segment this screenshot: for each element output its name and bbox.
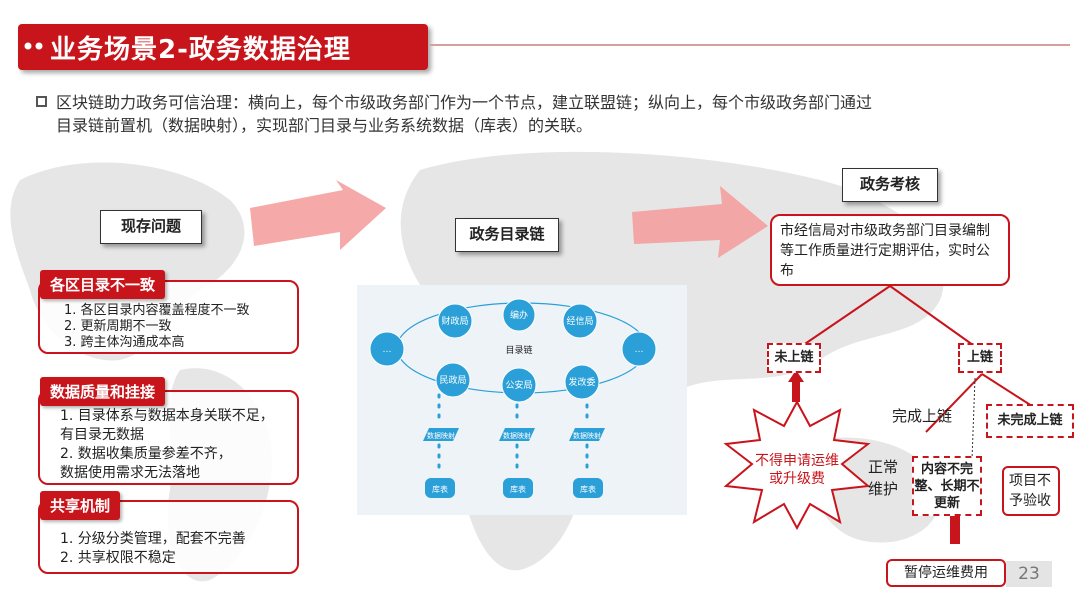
title-dots-icon bbox=[24, 42, 43, 50]
chain-diagram: 财政局 编办 经信局 … … 民政局 公安局 发改委 目录链 数据映射 数据映射… bbox=[369, 298, 657, 498]
bullet-square-icon bbox=[36, 96, 47, 107]
chain-label: 目录链 bbox=[505, 344, 532, 356]
intro-line-1: 区块链助力政务可信治理：横向上，每个市级政务部门作为一个节点，建立联盟链；纵向上… bbox=[56, 93, 873, 112]
issue-title-2: 数据质量和挂接 bbox=[40, 377, 166, 406]
catalog-chain-header: 政务目录链 bbox=[455, 218, 559, 252]
node-label: 编办 bbox=[510, 309, 528, 321]
issue-list-3: 1. 分级分类管理，配套不完善 2. 共享权限不稳定 bbox=[60, 530, 246, 568]
suspend-fee-box: 暂停运维费用 bbox=[886, 559, 1006, 587]
table-label: 库表 bbox=[432, 484, 448, 494]
issue-list-1: 1. 各区目录内容覆盖程度不一致 2. 更新周期不一致 3. 跨主体沟通成本高 bbox=[64, 303, 250, 351]
list-item: 1. 各区目录内容覆盖程度不一致 bbox=[64, 303, 250, 318]
issue-list-2: 1. 目录体系与数据本身关联不足， 有目录无数据 2. 数据收集质量参差不齐， … bbox=[60, 407, 274, 483]
no-acceptance-box: 项目不予验收 bbox=[1002, 466, 1060, 516]
table-label: 库表 bbox=[580, 484, 596, 494]
warning-burst-text: 不得申请运维或升级费 bbox=[755, 453, 839, 487]
assessment-box: 市经信局对市级政务部门目录编制等工作质量进行定期评估，实时公布 bbox=[770, 214, 1010, 286]
node-label: … bbox=[383, 345, 392, 355]
issue-title-1: 各区目录不一致 bbox=[40, 270, 166, 299]
not-on-chain-box: 未上链 bbox=[767, 343, 821, 373]
intro-text: 区块链助力政务可信治理：横向上，每个市级政务部门作为一个节点，建立联盟链；纵向上… bbox=[56, 91, 1036, 137]
warning-burst-shape bbox=[723, 400, 871, 530]
incomplete-box: 未完成上链 bbox=[986, 404, 1074, 438]
page-number: 23 bbox=[1006, 561, 1052, 587]
normal-maintenance-label: 正常维护 bbox=[868, 458, 899, 498]
complete-label: 完成上链 bbox=[892, 407, 953, 425]
title-bar bbox=[18, 24, 428, 70]
list-item: 2. 数据收集质量参差不齐， bbox=[60, 446, 232, 462]
flow-arrow-1 bbox=[250, 180, 386, 250]
list-item: 1. 分级分类管理，配套不完善 bbox=[60, 531, 246, 547]
mapping-label: 数据映射 bbox=[503, 431, 531, 440]
title-divider bbox=[430, 44, 1070, 46]
mapping-label: 数据映射 bbox=[427, 431, 455, 440]
list-item: 1. 目录体系与数据本身关联不足， bbox=[60, 408, 274, 424]
current-issues-header: 现存问题 bbox=[100, 210, 202, 244]
node-label: 财政局 bbox=[441, 315, 468, 327]
node-label: 经信局 bbox=[566, 315, 593, 327]
content-issue-box: 内容不完整、长期不更新 bbox=[912, 456, 982, 516]
list-item: 有目录无数据 bbox=[60, 427, 144, 443]
table-label: 库表 bbox=[510, 484, 526, 494]
node-label: 公安局 bbox=[505, 379, 532, 391]
intro-line-2: 目录链前置机（数据映射），实现部门目录与业务系统数据（库表）的关联。 bbox=[56, 116, 593, 135]
mapping-label: 数据映射 bbox=[573, 431, 601, 440]
flow-arrow-2 bbox=[632, 186, 768, 258]
list-item: 2. 共享权限不稳定 bbox=[60, 550, 176, 566]
issue-title-3: 共享机制 bbox=[40, 491, 121, 520]
node-label: 发改委 bbox=[568, 376, 595, 388]
node-label: … bbox=[635, 345, 644, 355]
page-title: 业务场景2-政务数据治理 bbox=[50, 35, 351, 65]
list-item: 数据使用需求无法落地 bbox=[60, 465, 200, 481]
list-item: 2. 更新周期不一致 bbox=[64, 319, 172, 334]
on-chain-box: 上链 bbox=[958, 343, 1002, 373]
list-item: 3. 跨主体沟通成本高 bbox=[64, 335, 185, 350]
node-label: 民政局 bbox=[439, 374, 466, 386]
assessment-header: 政务考核 bbox=[842, 168, 938, 202]
